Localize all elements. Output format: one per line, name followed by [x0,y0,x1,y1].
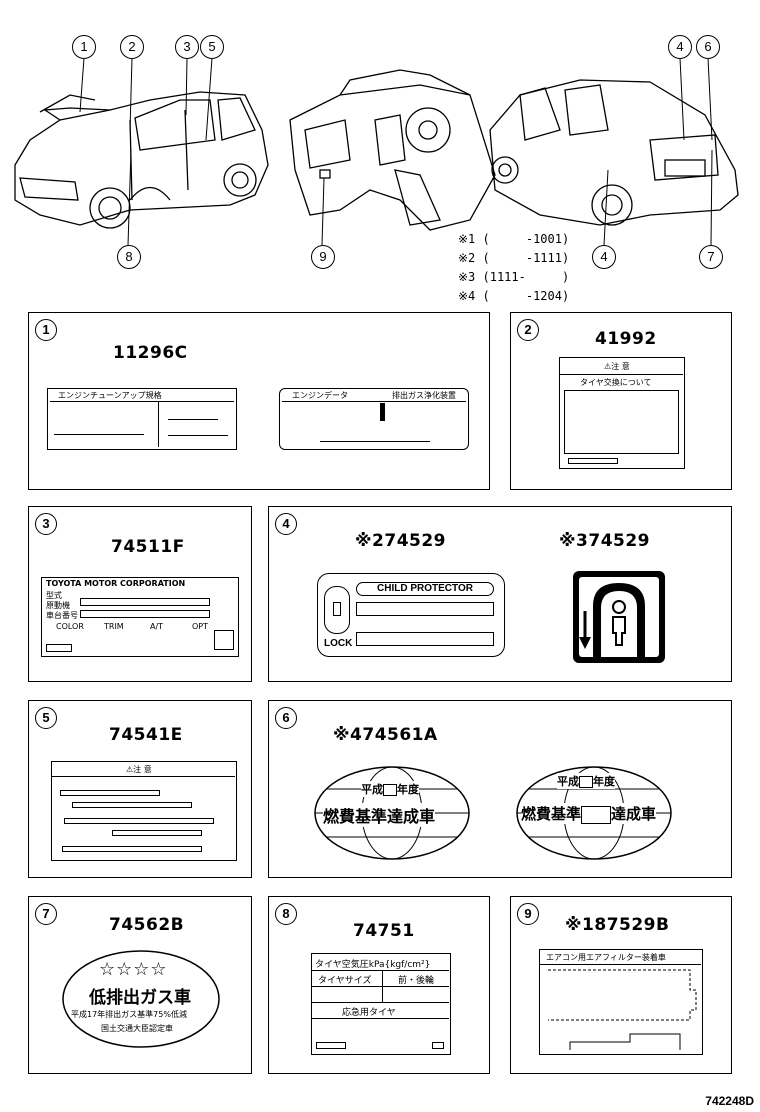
front-rear-col: 前・後輪 [398,976,435,986]
tire-pressure-label: タイヤ空気圧kPa{kgf/cm²} タイヤサイズ 前・後輪 応急用タイヤ [311,953,451,1055]
panel-8: 8 74751 タイヤ空気圧kPa{kgf/cm²} タイヤサイズ 前・後輪 応… [268,896,490,1074]
panel-number: 8 [275,903,297,925]
panel-number: 1 [35,319,57,341]
part-number-b: ※374529 [559,531,651,551]
note-1: ※1 ( -1001) [458,232,570,246]
pressure-header: タイヤ空気圧kPa{kgf/cm²} [315,960,431,970]
callout-7: 7 [699,245,723,269]
warning-title: ⚠注 意 [604,362,630,371]
panel-1: 1 11296C エンジンチューンアップ規格 エンジンデータ 排出ガス浄化装置 [28,312,490,490]
plate-header: TOYOTA MOTOR CORPORATION [46,579,186,588]
caution-label: ⚠注 意 [51,761,237,861]
emission-label-b: エンジンデータ 排出ガス浄化装置 [279,388,469,450]
lock-slot [324,586,350,634]
part-number: ※474561A [333,725,438,745]
part-number-a: ※274529 [355,531,447,551]
panel-number: 9 [517,903,539,925]
plate-row-1: 型式 [46,591,62,600]
plate-row-3: 車台番号 [46,611,78,620]
col-color: COLOR [56,622,84,631]
badge-line-2: 国土交通大臣認定車 [101,1024,173,1033]
note-2: ※2 ( -1111) [458,251,570,265]
warning-title: ⚠注 意 [126,765,152,774]
filter-header: エアコン用エアフィルター装着車 [546,953,666,962]
badge-year: 平成年度 [361,781,419,797]
fuel-standard-badge-a: 平成年度 燃費基準達成車 [313,765,471,861]
callout-1: 1 [72,35,96,59]
emission-label-a: エンジンチューンアップ規格 [47,388,237,450]
col-at: A/T [150,622,164,631]
panel-number: 7 [35,903,57,925]
note-3: ※3 (1111- ) [458,270,570,284]
badge-main-text: 低排出ガス車 [89,988,191,1008]
panel-7: 7 74562B ☆☆☆☆ 低排出ガス車 平成17年排出ガス基準75%低減 国土… [28,896,252,1074]
callout-2: 2 [120,35,144,59]
part-number: 74511F [111,537,185,557]
part-number: 74562B [109,915,185,935]
panel-2: 2 41992 ⚠注 意 タイヤ交換について [510,312,732,490]
callout-9: 9 [311,245,335,269]
panel-9: 9 ※187529B エアコン用エアフィルター装着車 [510,896,732,1074]
col-trim: TRIM [104,622,124,631]
tire-caution-label: ⚠注 意 タイヤ交換について [559,357,685,469]
spare-tire-row: 応急用タイヤ [342,1008,396,1018]
part-number: 74541E [109,725,183,745]
low-emission-badge: ☆☆☆☆ 低排出ガス車 平成17年排出ガス基準75%低減 国土交通大臣認定車 [61,949,221,1049]
panel-4: 4 ※274529 ※374529 LOCK CHILD PROTECTOR [268,506,732,682]
vehicle-overview-illustration: 1 2 3 5 8 9 4 6 4 7 ※1 ( -1001) ※2 ( -11… [0,0,760,305]
lock-text: LOCK [324,638,353,649]
part-number: 74751 [353,921,415,941]
panel-3: 3 74511F TOYOTA MOTOR CORPORATION 型式 原動機… [28,506,252,682]
part-number: ※187529B [565,915,670,935]
panel-5: 5 74541E ⚠注 意 [28,700,252,878]
child-lock-pictogram [573,571,665,663]
label-header-left: エンジンデータ [292,391,348,400]
panel-6: 6 ※474561A 平成年度 燃費基準達成車 平成年度 燃費基準達成車 [268,700,732,878]
part-number: 41992 [595,329,657,349]
badge-line-1: 平成17年排出ガス基準75%低減 [71,1010,187,1019]
col-opt: OPT [192,622,209,631]
part-number: 11296C [113,343,188,363]
callout-4-top: 4 [668,35,692,59]
child-protector-title: CHILD PROTECTOR [356,582,494,596]
label-header-right: 排出ガス浄化装置 [392,391,456,400]
child-protector-label: LOCK CHILD PROTECTOR [317,573,505,657]
callout-8: 8 [117,245,141,269]
panel-number: 2 [517,319,539,341]
vehicle-id-plate: TOYOTA MOTOR CORPORATION 型式 原動機 車台番号 COL… [41,577,239,657]
panel-number: 6 [275,707,297,729]
badge-standard: 燃費基準達成車 [323,803,436,827]
diagram-code: 742248D [705,1094,754,1108]
callout-4-bottom: 4 [592,245,616,269]
badge-standard: 燃費基準達成車 [521,803,657,824]
callout-5: 5 [200,35,224,59]
plate-row-2: 原動機 [46,601,70,610]
ac-filter-label: エアコン用エアフィルター装着車 [539,949,703,1055]
callout-6: 6 [696,35,720,59]
note-4: ※4 ( -1204) [458,289,570,303]
badge-year: 平成年度 [557,773,615,789]
fuel-standard-badge-b: 平成年度 燃費基準達成車 [515,765,673,861]
panel-number: 3 [35,513,57,535]
callout-3: 3 [175,35,199,59]
panel-number: 5 [35,707,57,729]
panel-number: 4 [275,513,297,535]
tire-size-col: タイヤサイズ [318,976,372,986]
front-car-drawing [14,57,739,246]
badge-stars: ☆☆☆☆ [99,959,168,980]
caution-text: タイヤ交換について [580,378,652,387]
label-header: エンジンチューンアップ規格 [58,391,162,400]
